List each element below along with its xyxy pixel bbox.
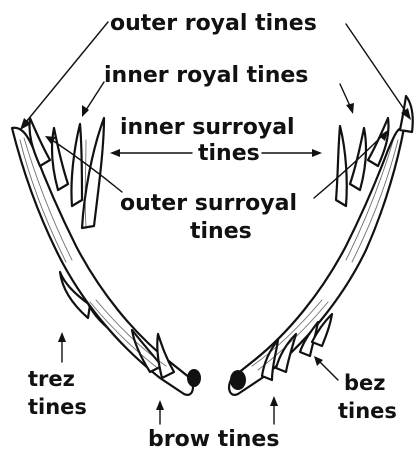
label-brow-tines: brow tines <box>148 427 279 452</box>
label-trez-line2: tines <box>28 395 87 419</box>
left-antler <box>12 118 201 395</box>
label-outer-surroyal-line2: tines <box>190 219 252 244</box>
right-main-beam <box>229 128 404 395</box>
label-trez-line1: trez <box>28 367 75 391</box>
right-inner-royal-tine <box>336 126 347 206</box>
left-inner-royal-tine <box>71 124 82 206</box>
label-outer-royal-tines: outer royal tines <box>110 11 317 36</box>
right-antler-base <box>230 370 246 390</box>
label-inner-royal-tines: inner royal tines <box>104 63 308 88</box>
label-bez-line1: bez <box>344 371 386 395</box>
label-bez-line2: tines <box>338 399 397 423</box>
left-antler-base <box>187 369 201 387</box>
label-inner-surroyal-line2: tines <box>198 141 260 166</box>
labels: outer royal tines inner royal tines inne… <box>28 11 397 452</box>
label-outer-surroyal-line1: outer surroyal <box>120 191 297 216</box>
label-inner-surroyal-line1: inner surroyal <box>120 115 295 140</box>
left-brow-tine-2 <box>157 334 174 378</box>
